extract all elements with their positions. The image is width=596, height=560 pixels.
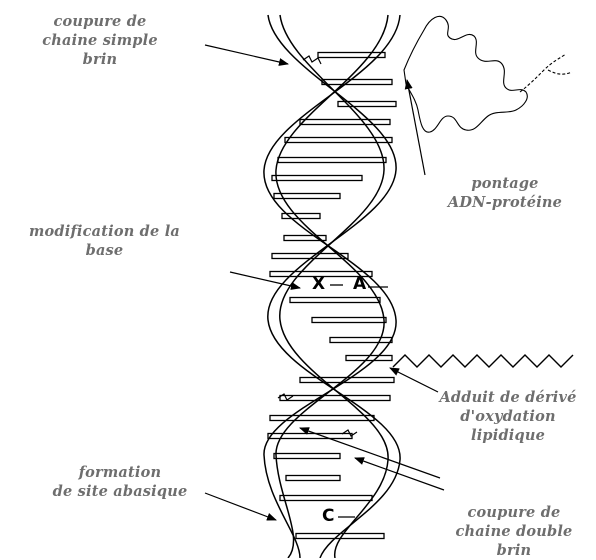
arrow-single-strand-break [205,45,288,64]
base-pair-rung [270,416,374,421]
base-pair-rung [330,338,392,343]
label-single-strand-break: coupure de chaine simple brin [30,12,170,69]
modified-base-label: X [312,274,325,294]
label-abasic-site: formation de site abasique [40,463,200,501]
base-pair-rung [290,298,380,303]
label-lipid-adduct: Adduit de dérivé d'oxydation lipidique [428,388,588,445]
lipid-adduct-chain [393,355,573,367]
base-pair-rung [278,158,386,163]
protein-chain-tail [520,54,572,92]
base-pair-rung [274,454,340,459]
adenine-base-label: A [353,274,366,294]
base-pair-rung [322,80,392,85]
label-double-strand-break: coupure de chaine double brin [440,503,588,560]
protein-crosslink-shape [404,16,527,132]
label-dna-protein-crosslink: pontage ADN-protéine [430,174,580,212]
cytosine-base-label: C [322,506,334,526]
base-pair-rung [300,120,390,125]
base-pair-rung [280,496,372,501]
base-pair-rung [318,53,385,58]
base-pair-rung [280,396,390,401]
base-pair-rung [312,318,386,323]
base-pair-rung [272,176,362,181]
base-pair-rung [274,194,340,199]
arrow-abasic-site [205,493,276,520]
base-pair-rung [286,476,340,481]
label-base-modification: modification de la base [2,222,207,260]
